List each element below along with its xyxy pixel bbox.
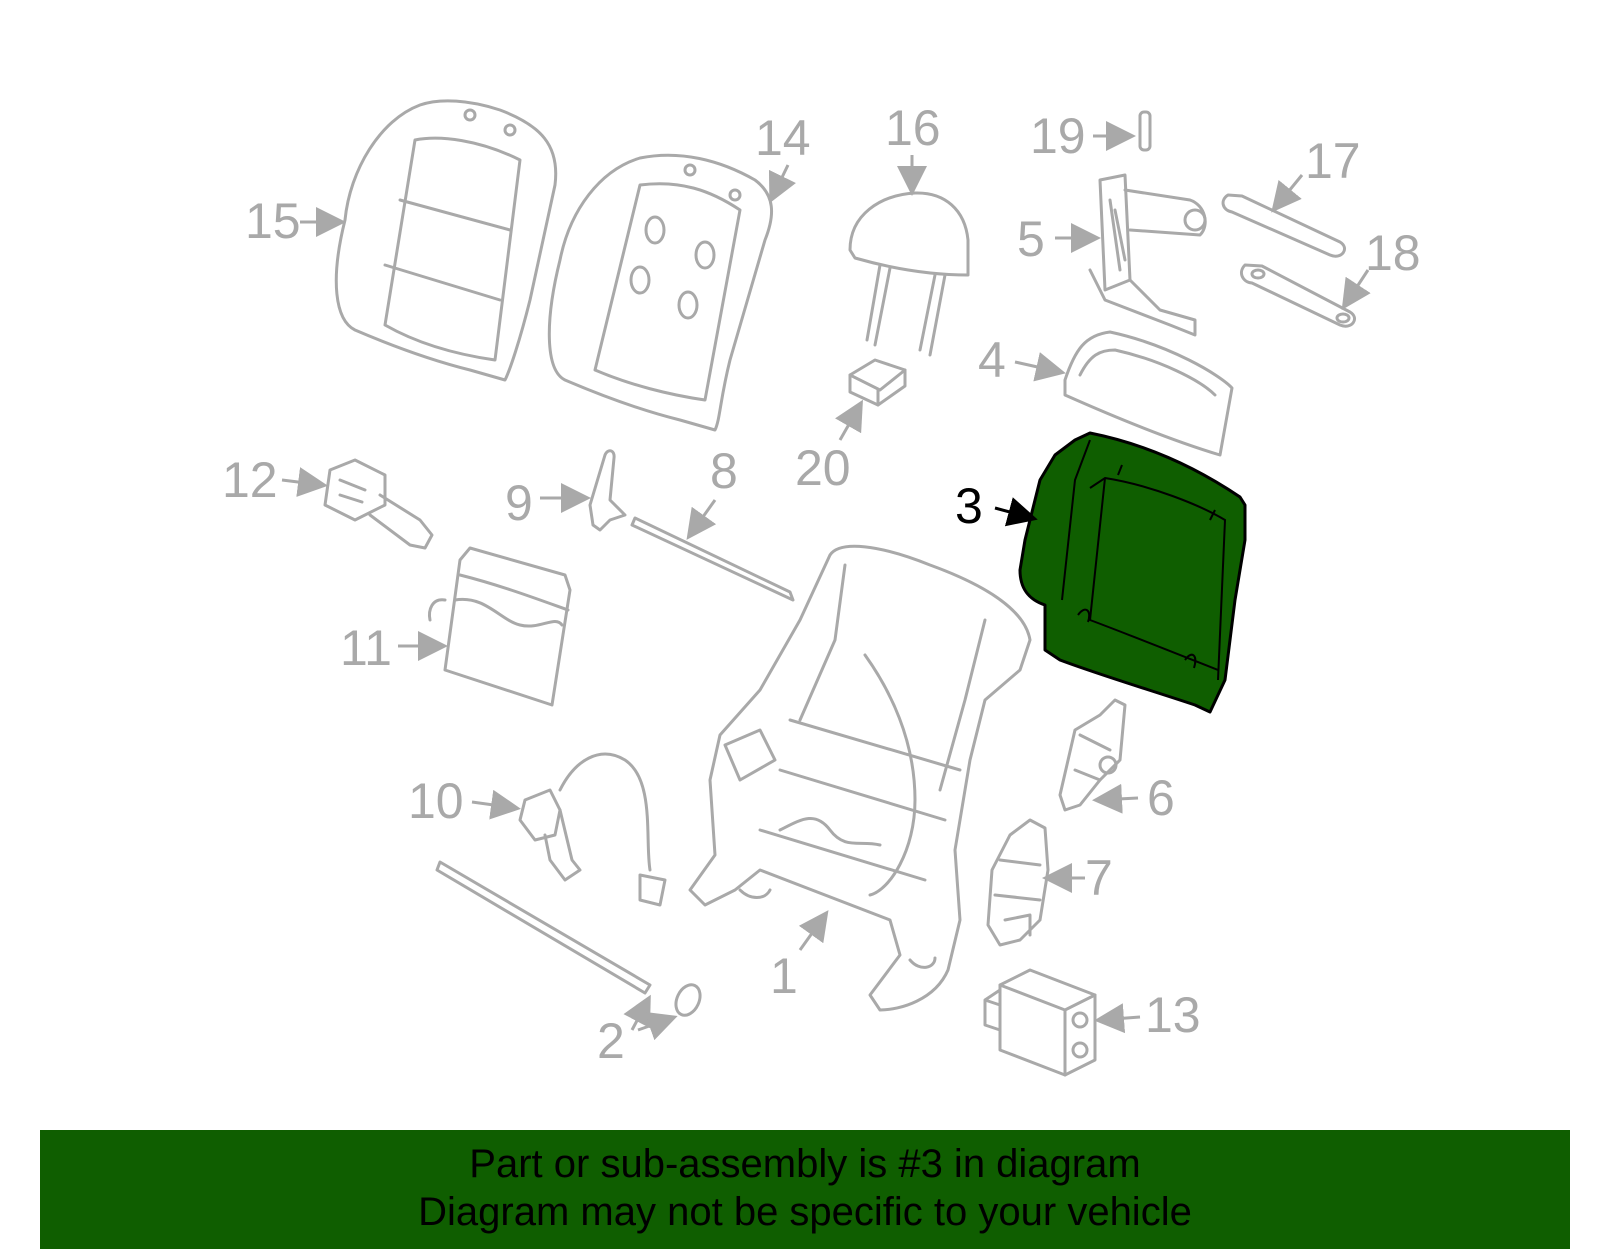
callout-15: 15 [245, 193, 301, 249]
part-2-rod-and-ring[interactable] [435, 860, 705, 1019]
leader-1 [798, 910, 829, 951]
callout-18: 18 [1365, 225, 1421, 281]
callout-16: 16 [885, 100, 941, 156]
leader-6 [1092, 783, 1139, 814]
callout-2: 2 [597, 1013, 625, 1069]
part-1-seat-frame[interactable] [688, 544, 1032, 1012]
part-13-control-module[interactable] [983, 968, 1097, 1077]
leader-10 [471, 789, 521, 820]
part-5-motor-bracket[interactable] [1088, 173, 1207, 337]
part-10-wiring-harness[interactable] [518, 752, 667, 907]
callout-14: 14 [755, 110, 811, 166]
callout-1: 1 [770, 948, 798, 1004]
leader-18 [1341, 269, 1371, 311]
callout-12: 12 [222, 452, 278, 508]
leader-17 [1271, 174, 1304, 213]
footer-line-2: Diagram may not be specific to your vehi… [418, 1190, 1192, 1234]
leader-12 [281, 467, 328, 497]
leader-2b [637, 1011, 678, 1041]
leader-3 [994, 497, 1038, 527]
part-9-clip[interactable] [588, 449, 627, 532]
parts-diagram: 15 14 16 20 19 5 [222, 99, 1421, 1077]
part-17-link-plate[interactable] [1221, 193, 1346, 258]
footer-banner: Part or sub-assembly is #3 in diagram Di… [40, 1130, 1570, 1249]
callout-19: 19 [1030, 108, 1086, 164]
leader-14 [768, 164, 796, 204]
callout-8: 8 [710, 443, 738, 499]
part-15-seat-back-cover[interactable] [334, 99, 558, 382]
part-16-headrest[interactable] [848, 191, 970, 357]
callout-7: 7 [1085, 850, 1113, 906]
part-14-seat-back-pad[interactable] [547, 153, 774, 432]
callout-10: 10 [408, 773, 464, 829]
leader-8 [686, 499, 717, 540]
footer-line-1: Part or sub-assembly is #3 in diagram [469, 1142, 1141, 1186]
leader-20 [835, 399, 863, 441]
leader-13 [1094, 1003, 1141, 1034]
callout-4: 4 [978, 332, 1006, 388]
part-3-highlighted-panel[interactable] [1018, 431, 1247, 714]
callout-13: 13 [1145, 987, 1201, 1043]
callout-3: 3 [955, 478, 983, 534]
part-20-block[interactable] [848, 358, 907, 407]
part-12-connector[interactable] [323, 458, 434, 550]
callout-17: 17 [1305, 133, 1361, 189]
part-8-rod[interactable] [630, 516, 795, 602]
part-11-pocket-panel[interactable] [428, 546, 572, 707]
leader-2a [623, 994, 651, 1031]
part-4-back-panel[interactable] [1063, 330, 1234, 457]
callout-11: 11 [340, 620, 392, 676]
leader-4 [1014, 352, 1066, 382]
callout-20: 20 [795, 440, 851, 496]
part-6-actuator[interactable] [1058, 698, 1127, 812]
part-18-link-plate[interactable] [1240, 263, 1356, 328]
part-7-motor[interactable] [986, 818, 1050, 947]
callout-9: 9 [505, 475, 533, 531]
callout-6: 6 [1147, 770, 1175, 826]
callout-5: 5 [1017, 211, 1045, 267]
part-19-pin[interactable] [1138, 110, 1152, 152]
